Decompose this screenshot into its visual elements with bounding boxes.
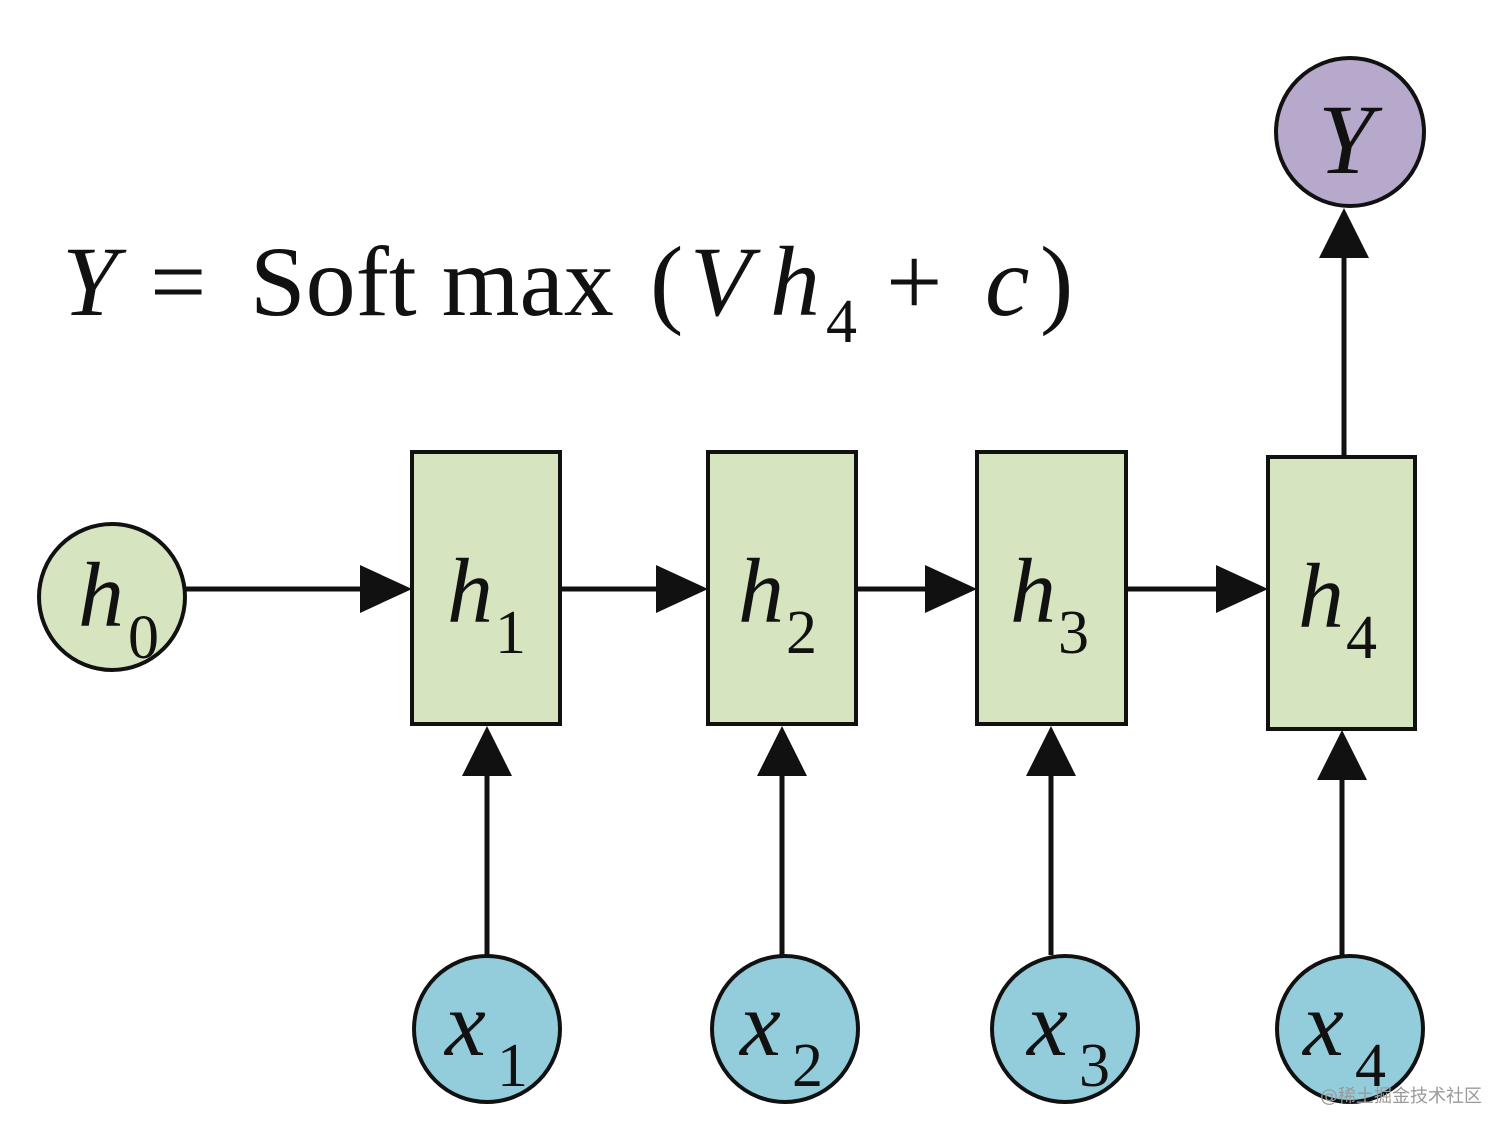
arrowhead-h3 (925, 565, 977, 613)
hidden-state-h1: h 1 (410, 450, 562, 726)
arrowhead-h2 (656, 565, 708, 613)
input-subscript: 1 (497, 1032, 528, 1100)
hidden-state-h2: h 2 (706, 450, 858, 726)
hidden-state-subscript: 1 (495, 599, 526, 667)
output-node: Y (1274, 56, 1426, 208)
input-subscript: 2 (792, 1032, 823, 1100)
formula-equals: = (150, 226, 206, 337)
initial-state-subscript: 0 (128, 604, 159, 672)
output-symbol: Y (1318, 84, 1383, 195)
initial-state-symbol: h (78, 544, 124, 646)
hidden-state-h3: h 3 (975, 450, 1128, 726)
connections (186, 256, 1347, 955)
input-circle (412, 954, 562, 1104)
initial-state-circle (37, 522, 187, 672)
arrowhead-x4 (1317, 730, 1367, 780)
hidden-state-subscript: 3 (1058, 599, 1089, 667)
input-subscript: 3 (1079, 1032, 1110, 1100)
hidden-state-box (706, 450, 858, 726)
hidden-state-symbol: h (447, 540, 493, 642)
hidden-state-symbol: h (738, 540, 784, 642)
input-circle (990, 954, 1140, 1104)
input-x4: x 4 (1275, 954, 1425, 1104)
arrowhead-x2 (757, 726, 807, 776)
input-symbol: x (738, 973, 781, 1075)
hidden-state-subscript: 2 (786, 599, 817, 667)
hidden-state-symbol: h (1010, 540, 1056, 642)
formula-softmax: Soft max (250, 226, 614, 337)
arrowhead-x3 (1026, 726, 1076, 776)
arrowheads (360, 208, 1369, 780)
input-symbol: x (1301, 973, 1344, 1075)
formula-open-paren: ( (650, 226, 683, 337)
hidden-state-symbol: h (1298, 545, 1344, 647)
formula: Y = Soft max ( V h 4 + c ) (62, 226, 1073, 356)
arrowhead-y (1319, 208, 1369, 258)
input-x3: x 3 (990, 954, 1140, 1104)
formula-y: Y (62, 226, 127, 337)
input-x2: x 2 (710, 954, 860, 1104)
hidden-state-subscript: 4 (1346, 604, 1377, 672)
input-symbol: x (1025, 973, 1068, 1075)
input-subscript: 4 (1355, 1032, 1386, 1100)
hidden-state-h4: h 4 (1266, 455, 1417, 731)
arrowhead-h1 (360, 565, 412, 613)
formula-plus: + (886, 226, 942, 337)
hidden-state-box (975, 450, 1128, 726)
input-symbol: x (443, 973, 486, 1075)
hidden-state-box (410, 450, 562, 726)
input-circle (1275, 954, 1425, 1104)
hidden-state-box (1266, 455, 1417, 731)
initial-state-node: h 0 (37, 522, 187, 672)
formula-close-paren: ) (1040, 226, 1073, 337)
arrowhead-x1 (462, 726, 512, 776)
watermark-text: @稀土掘金技术社区 (1320, 1086, 1482, 1107)
formula-h-subscript: 4 (826, 288, 857, 356)
arrowhead-h4 (1216, 565, 1268, 613)
input-circle (710, 954, 860, 1104)
formula-h: h (770, 226, 820, 337)
output-circle (1274, 56, 1426, 208)
formula-c: c (985, 226, 1029, 337)
formula-v: V (690, 226, 761, 337)
input-x1: x 1 (412, 954, 562, 1104)
